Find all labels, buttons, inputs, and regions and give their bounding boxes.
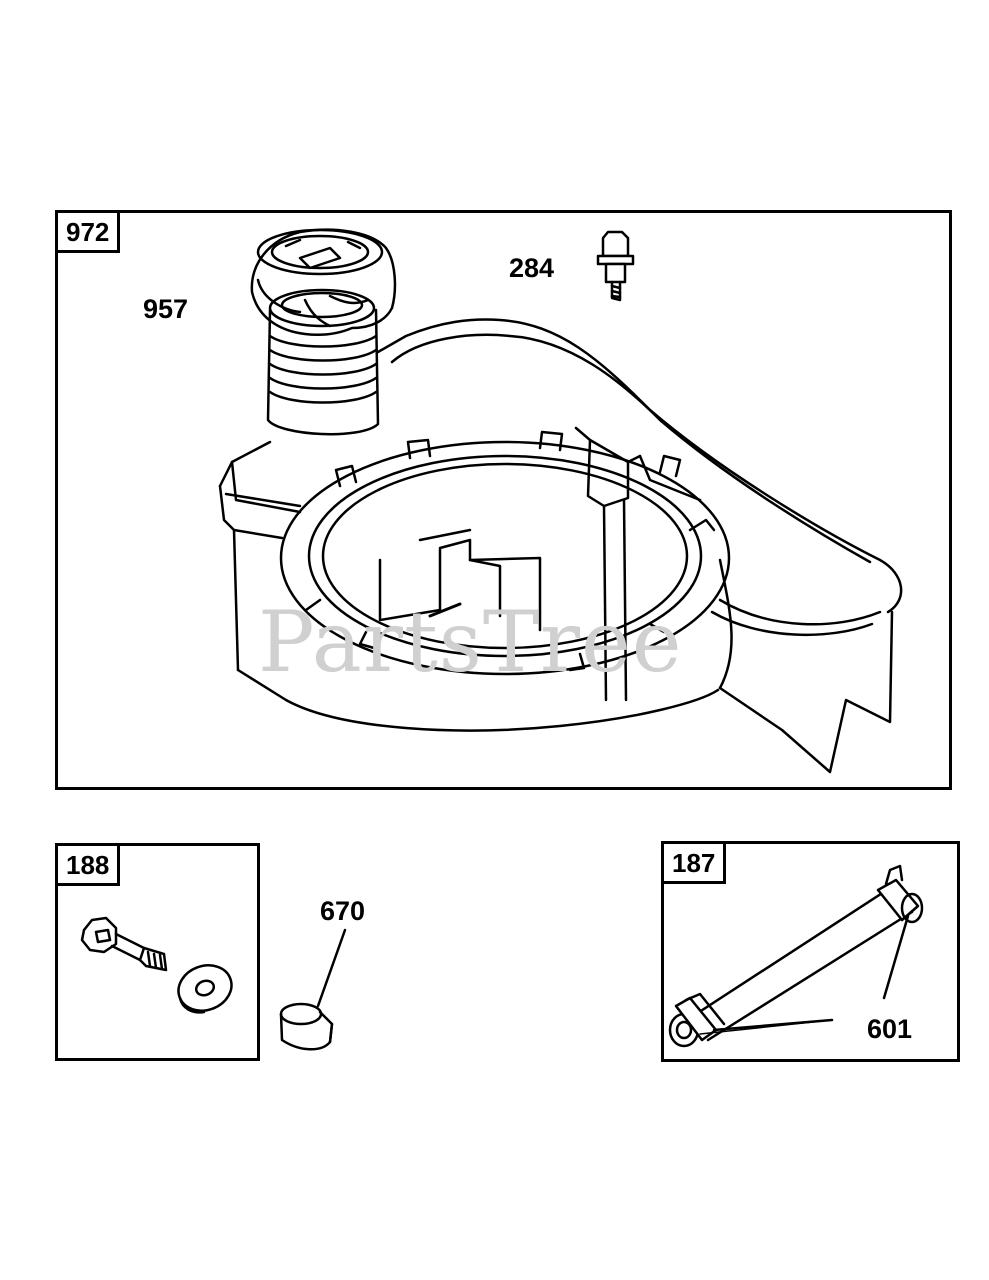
panel-tag-972: 972	[55, 210, 121, 253]
bolt-part	[80, 916, 233, 1014]
watermark: PartsTree	[258, 593, 683, 691]
fuel-line-part	[668, 864, 924, 1048]
spacer-part	[279, 928, 347, 1051]
callout-601: 601	[867, 1014, 913, 1044]
callout-670: 670	[320, 896, 366, 926]
fuel-cap-part	[250, 228, 397, 336]
callout-284: 284	[509, 253, 555, 283]
fitting-part	[596, 230, 635, 302]
fuel-tank-part	[218, 288, 903, 774]
panel-972: 972	[55, 210, 952, 790]
panel-tag-187: 187	[661, 841, 727, 884]
panel-tag-188: 188	[55, 843, 121, 886]
callout-957: 957	[143, 294, 189, 324]
